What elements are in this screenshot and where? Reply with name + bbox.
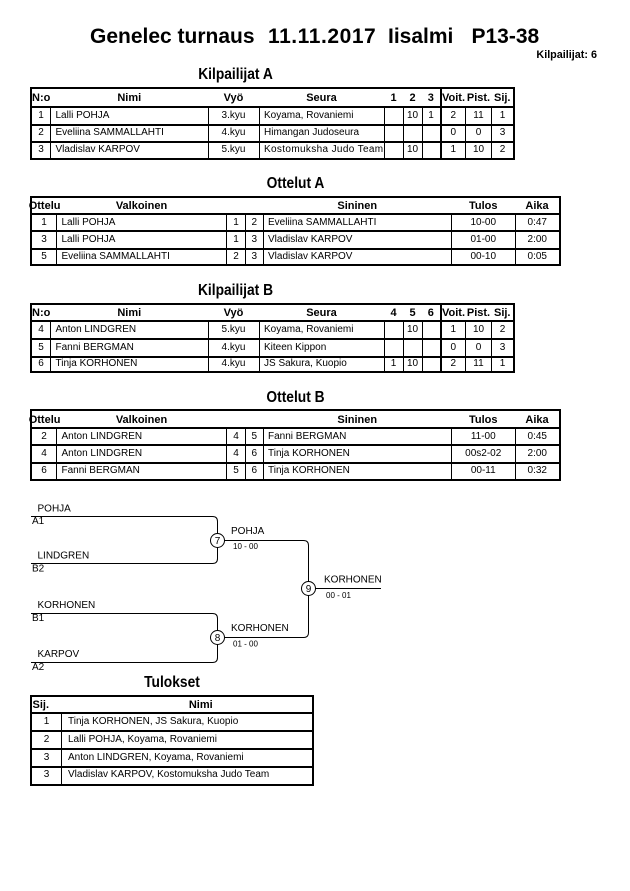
svg-text:POHJA: POHJA — [231, 526, 265, 537]
svg-text:POHJA: POHJA — [38, 503, 72, 514]
svg-text:A1: A1 — [32, 516, 45, 527]
svg-text:01 - 00: 01 - 00 — [233, 640, 258, 649]
svg-text:8: 8 — [215, 633, 221, 644]
svg-text:B2: B2 — [32, 564, 45, 575]
svg-text:KARPOV: KARPOV — [38, 649, 80, 660]
svg-text:KORHONEN: KORHONEN — [324, 574, 382, 585]
svg-text:9: 9 — [306, 584, 312, 595]
svg-text:A2: A2 — [32, 662, 45, 673]
svg-text:LINDGREN: LINDGREN — [38, 551, 90, 562]
svg-text:KORHONEN: KORHONEN — [38, 600, 96, 611]
svg-text:KORHONEN: KORHONEN — [231, 623, 289, 634]
svg-text:7: 7 — [215, 536, 221, 547]
svg-text:B1: B1 — [32, 613, 45, 624]
svg-text:00 - 01: 00 - 01 — [326, 591, 351, 600]
svg-text:10 - 00: 10 - 00 — [233, 542, 258, 551]
